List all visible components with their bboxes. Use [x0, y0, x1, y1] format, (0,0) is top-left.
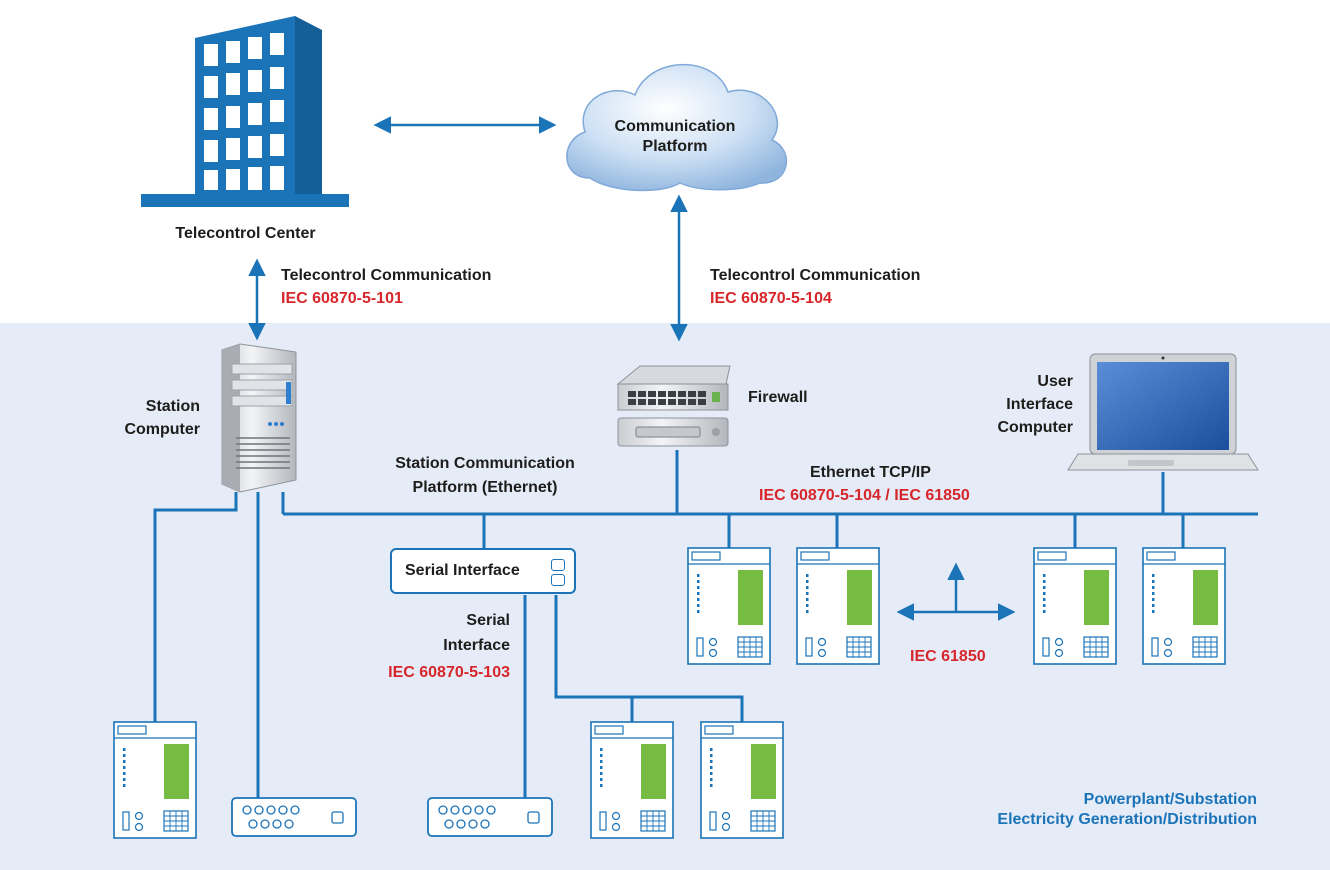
firewall-label: Firewall [748, 389, 808, 406]
protection-relay-icon [590, 721, 674, 839]
station-computer-label-line1: Station [145, 398, 200, 415]
protection-relay-icon [700, 721, 784, 839]
ui-computer-label-line3: Computer [997, 419, 1073, 436]
station-platform-label-line2: Platform (Ethernet) [412, 479, 558, 496]
station-platform-label-line1: Station Communication [395, 455, 575, 472]
rtu-module-icon [427, 797, 553, 837]
protection-relay-icon [1033, 547, 1117, 665]
protection-relays [113, 547, 1226, 839]
ui-computer-label-line1: User [1037, 373, 1073, 390]
protection-relay-icon [1142, 547, 1226, 665]
port-indicator-icon [551, 559, 565, 571]
cloud-label-line2: Platform [642, 138, 708, 155]
right-telecontrol-protocol: IEC 60870-5-104 [710, 290, 832, 307]
right-telecontrol-title: Telecontrol Communication [710, 267, 921, 284]
left-telecontrol-protocol: IEC 60870-5-101 [281, 290, 403, 307]
left-telecontrol-title: Telecontrol Communication [281, 267, 492, 284]
port-indicator-icon [551, 574, 565, 586]
protection-relay-icon [796, 547, 880, 665]
laptop-icon [1067, 353, 1259, 471]
footer-line1: Powerplant/Substation [1083, 791, 1257, 808]
ethernet-title: Ethernet TCP/IP [810, 464, 931, 481]
ethernet-protocol: IEC 60870-5-104 / IEC 61850 [759, 487, 970, 504]
station-computer-label-line2: Computer [124, 421, 200, 438]
cloud-label-line1: Communication [614, 118, 736, 135]
protection-relay-icon [113, 721, 197, 839]
rtu-module-icon [231, 797, 357, 837]
server-tower-icon [221, 343, 297, 493]
serial-label-line1: Serial [466, 612, 510, 629]
serial-protocol: IEC 60870-5-103 [388, 664, 510, 681]
serial-interface-box-label: Serial Interface [405, 562, 520, 579]
ui-computer-label-line2: Interface [1006, 396, 1073, 413]
footer-line2: Electricity Generation/Distribution [997, 811, 1257, 828]
iec61850-label: IEC 61850 [910, 648, 986, 665]
telecontrol-center-label: Telecontrol Center [175, 225, 316, 242]
cloud-icon [566, 63, 788, 192]
serial-interface-box: Serial Interface [390, 548, 576, 594]
firewall-appliance-icon [616, 365, 731, 447]
office-building-icon [141, 16, 349, 207]
protection-relay-icon [687, 547, 771, 665]
serial-label-line2: Interface [443, 637, 510, 654]
